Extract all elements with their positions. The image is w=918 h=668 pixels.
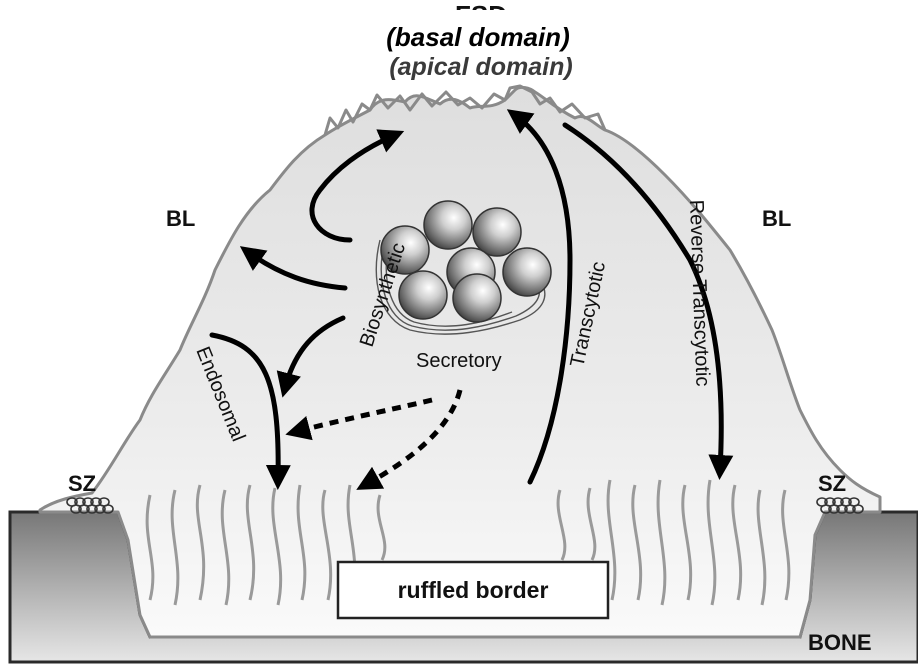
vesicle-icon [424, 201, 472, 249]
bl-left-label: BL [166, 206, 195, 231]
header-overlay-label: (basal domain) [386, 22, 569, 52]
sz-right-label: SZ [818, 471, 846, 496]
vesicle-icon [473, 208, 521, 256]
vesicle-icon [453, 274, 501, 322]
secretory-label: Secretory [416, 350, 502, 372]
bone-label: BONE [808, 630, 872, 655]
vesicle-icon [399, 271, 447, 319]
vesicle-icon [503, 248, 551, 296]
bl-right-label: BL [762, 206, 791, 231]
ruffled-border-label: ruffled border [398, 577, 549, 603]
sz-left-label: SZ [68, 471, 96, 496]
header-underlay-label: (apical domain) [389, 53, 572, 81]
